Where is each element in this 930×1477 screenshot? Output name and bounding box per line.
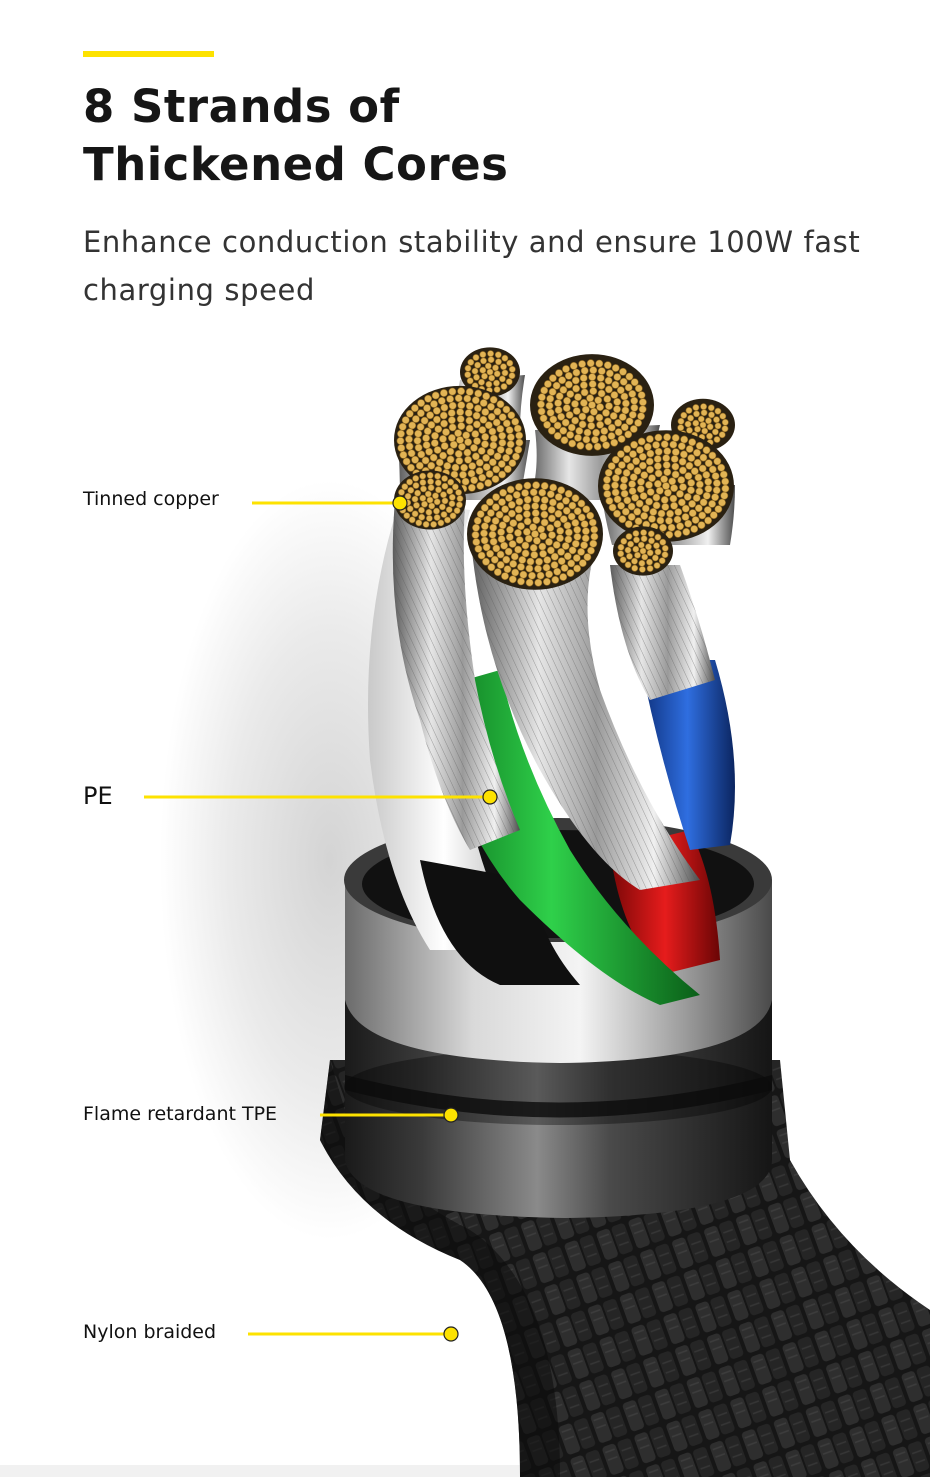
dot-nylon-braided	[443, 1326, 459, 1342]
dot-flame-retardant-tpe	[443, 1107, 459, 1123]
copper-strand-face	[598, 430, 734, 542]
title-line-2: Thickened Cores	[83, 138, 509, 191]
green-core	[430, 670, 700, 1005]
copper-strand-ends	[394, 347, 735, 590]
callout-tinned-copper: Tinned copper	[83, 488, 219, 510]
callout-pe: PE	[83, 782, 113, 810]
dot-tinned-copper	[392, 495, 408, 511]
copper-strand-face	[530, 354, 654, 456]
copper-strand-face	[613, 526, 673, 576]
copper-strand-face	[460, 347, 520, 397]
callout-leaders	[144, 495, 498, 1342]
black-core	[420, 860, 580, 985]
dot-pe	[482, 789, 498, 805]
accent-bar	[83, 51, 214, 57]
blue-core	[640, 660, 735, 850]
copper-strand-face	[467, 478, 603, 590]
page-subtitle: Enhance conduction stability and ensure …	[83, 225, 861, 307]
title-line-1: 8 Strands of	[83, 80, 400, 133]
callout-nylon-braided: Nylon braided	[83, 1321, 217, 1343]
callout-flame-retardant-tpe: Flame retardant TPE	[83, 1103, 278, 1125]
cable-illustration-svg	[0, 347, 930, 1477]
cable-cross-section-illustration: Tinned copper PE Flame retardant TPE Nyl…	[0, 330, 930, 1477]
page-title: 8 Strands of Thickened Cores	[83, 78, 508, 194]
copper-strand-face	[394, 385, 526, 495]
